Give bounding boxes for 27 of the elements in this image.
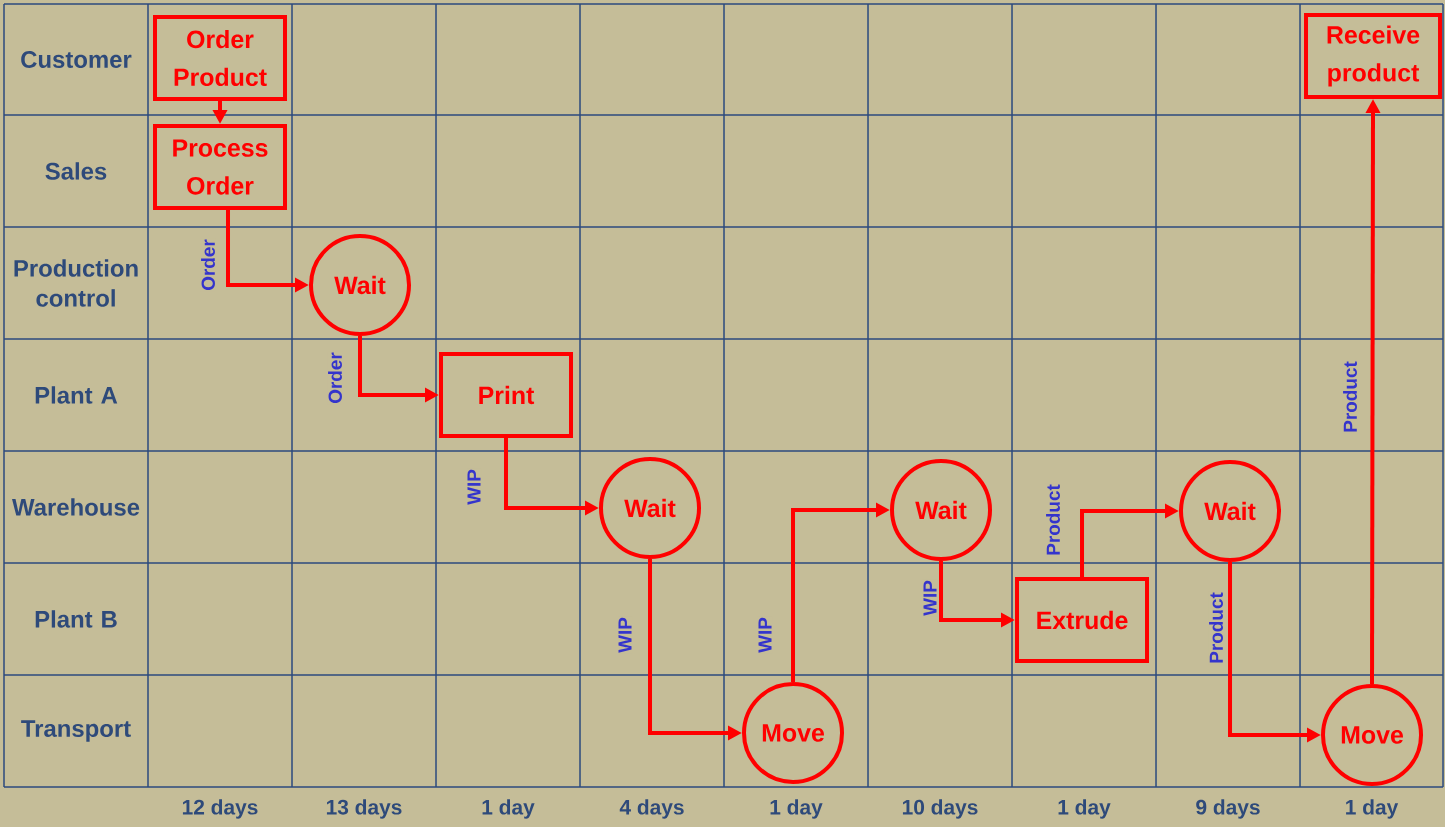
duration-label: 10 days [902,799,978,819]
edge-label: Product [1342,360,1358,434]
edge-label: WIP [757,616,773,654]
edge-label: Order [327,351,343,405]
row-label: Plant A [35,386,118,404]
duration-label: 13 days [326,799,402,819]
duration-label: 9 days [1196,799,1260,819]
duration-label: 12 days [182,799,258,819]
row-label: Plant B [35,610,117,628]
row-label: Sales [45,162,107,180]
process-box: Process Order [153,124,287,210]
row-label: Warehouse [12,498,140,516]
row-label: Customer [21,51,132,68]
edge-label: Product [1208,591,1224,665]
edge-label: Product [1045,483,1061,557]
edge-label: WIP [466,468,482,506]
edge-label: WIP [617,616,633,654]
process-box: Print [439,352,573,438]
process-box: Extrude [1015,577,1149,663]
process-box: Receive product [1304,13,1442,99]
edge-label: Order [200,238,216,292]
duration-label: 4 days [619,799,684,819]
process-box: Order Product [153,15,287,101]
duration-label: 1 day [482,799,535,819]
row-label: Production control [14,259,138,307]
row-label: Transport [21,720,131,742]
duration-label: 1 day [1058,799,1111,819]
